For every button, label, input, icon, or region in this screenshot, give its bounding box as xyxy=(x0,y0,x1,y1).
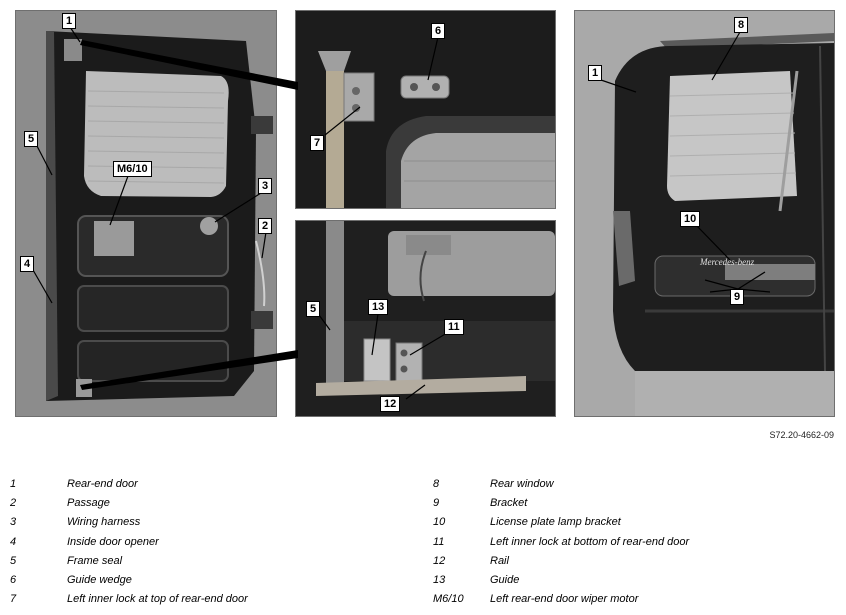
legend-row: 12 Rail xyxy=(433,555,833,571)
bottom-lock-detail-illustration xyxy=(296,221,555,416)
legend-number: 8 xyxy=(433,478,440,490)
legend-row: 8 Rear window xyxy=(433,478,833,494)
legend-left-column: 1 Rear-end door 2 Passage 3 Wiring harness 4 In… xyxy=(10,478,410,613)
legend-row: 2 Passage xyxy=(10,497,410,513)
legend-number: M6/10 xyxy=(433,593,464,606)
legend-description: License plate lamp bracket xyxy=(490,516,621,529)
legend-right-column: 8 Rear window 9 Bracket 10 License plate lamp… xyxy=(433,478,833,613)
callout-7-top-lock: 7 xyxy=(310,135,325,151)
legend-description: Rail xyxy=(490,554,509,567)
door-interior-illustration xyxy=(16,11,276,416)
van-rear-exterior-photo: Mercedes-benz xyxy=(574,10,835,417)
legend-row: M6/10 Left rear-end door wiper motor xyxy=(433,593,833,609)
bottom-lock-detail-photo xyxy=(295,220,556,417)
door-interior-photo xyxy=(15,10,277,417)
callout-12-rail: 12 xyxy=(380,396,401,412)
callout-10-lamp-bracket: 10 xyxy=(680,211,701,227)
legend-description: Left inner lock at bottom of rear-end do… xyxy=(490,535,690,548)
callout-2-passage: 2 xyxy=(258,218,273,234)
van-rear-exterior-illustration xyxy=(575,11,834,416)
callout-13-guide: 13 xyxy=(368,299,389,315)
legend-number: 12 xyxy=(433,554,446,567)
legend-row: 1 Rear-end door xyxy=(10,478,410,494)
legend-number: 5 xyxy=(10,554,17,567)
legend-row: 6 Guide wedge xyxy=(10,574,410,590)
legend-row: 11 Left inner lock at bottom of rear-end … xyxy=(433,536,833,552)
legend-number: 9 xyxy=(433,497,440,510)
callout-4-door-opener: 4 xyxy=(20,256,35,272)
legend-number: 4 xyxy=(10,535,17,548)
legend-description: Left inner lock at top of rear-end door xyxy=(67,593,248,606)
legend-description: Rear window xyxy=(490,478,554,490)
callout-11-bottom-lock: 11 xyxy=(444,319,464,335)
legend-row: 5 Frame seal xyxy=(10,555,410,571)
legend-number: 3 xyxy=(10,516,17,529)
callout-m610-wiper-motor: M6/10 xyxy=(113,161,152,177)
callout-3-wiring-harness: 3 xyxy=(258,178,273,194)
callout-5-frame-seal: 5 xyxy=(24,131,39,147)
legend-number: 10 xyxy=(433,516,446,529)
callout-5-frame-seal-detail: 5 xyxy=(306,301,321,317)
legend-row: 13 Guide xyxy=(433,574,833,590)
legend-row: 3 Wiring harness xyxy=(10,516,410,532)
legend-description: Guide wedge xyxy=(67,574,132,586)
legend-row: 9 Bracket xyxy=(433,497,833,513)
legend-description: Guide xyxy=(490,574,520,586)
legend-description: Bracket xyxy=(490,497,528,510)
top-lock-detail-photo xyxy=(295,10,556,209)
legend-number: 1 xyxy=(10,478,17,490)
legend-description: Passage xyxy=(67,497,110,510)
legend-description: Rear-end door xyxy=(67,478,138,490)
callout-6-guide-wedge: 6 xyxy=(431,23,446,39)
callout-8-rear-window: 8 xyxy=(734,17,749,33)
legend-row: 10 License plate lamp bracket xyxy=(433,516,833,532)
legend-description: Frame seal xyxy=(67,554,123,567)
legend-row: 7 Left inner lock at top of rear-end door xyxy=(10,593,410,609)
legend-description: Left rear-end door wiper motor xyxy=(490,593,639,606)
figure-code: S72.20-4662-09 xyxy=(769,430,834,440)
legend-number: 6 xyxy=(10,574,17,586)
top-lock-detail-illustration xyxy=(296,11,555,208)
mercedes-badge: Mercedes-benz xyxy=(700,257,755,267)
legend-description: Inside door opener xyxy=(67,535,159,548)
legend-number: 7 xyxy=(10,593,17,606)
legend-row: 4 Inside door opener xyxy=(10,536,410,552)
legend-number: 13 xyxy=(433,574,446,586)
callout-9-bracket: 9 xyxy=(730,289,745,305)
callout-1-door-exterior: 1 xyxy=(588,65,603,81)
legend-number: 2 xyxy=(10,497,17,510)
legend-description: Wiring harness xyxy=(67,516,141,529)
callout-1-door: 1 xyxy=(62,13,77,29)
legend-number: 11 xyxy=(433,535,445,548)
